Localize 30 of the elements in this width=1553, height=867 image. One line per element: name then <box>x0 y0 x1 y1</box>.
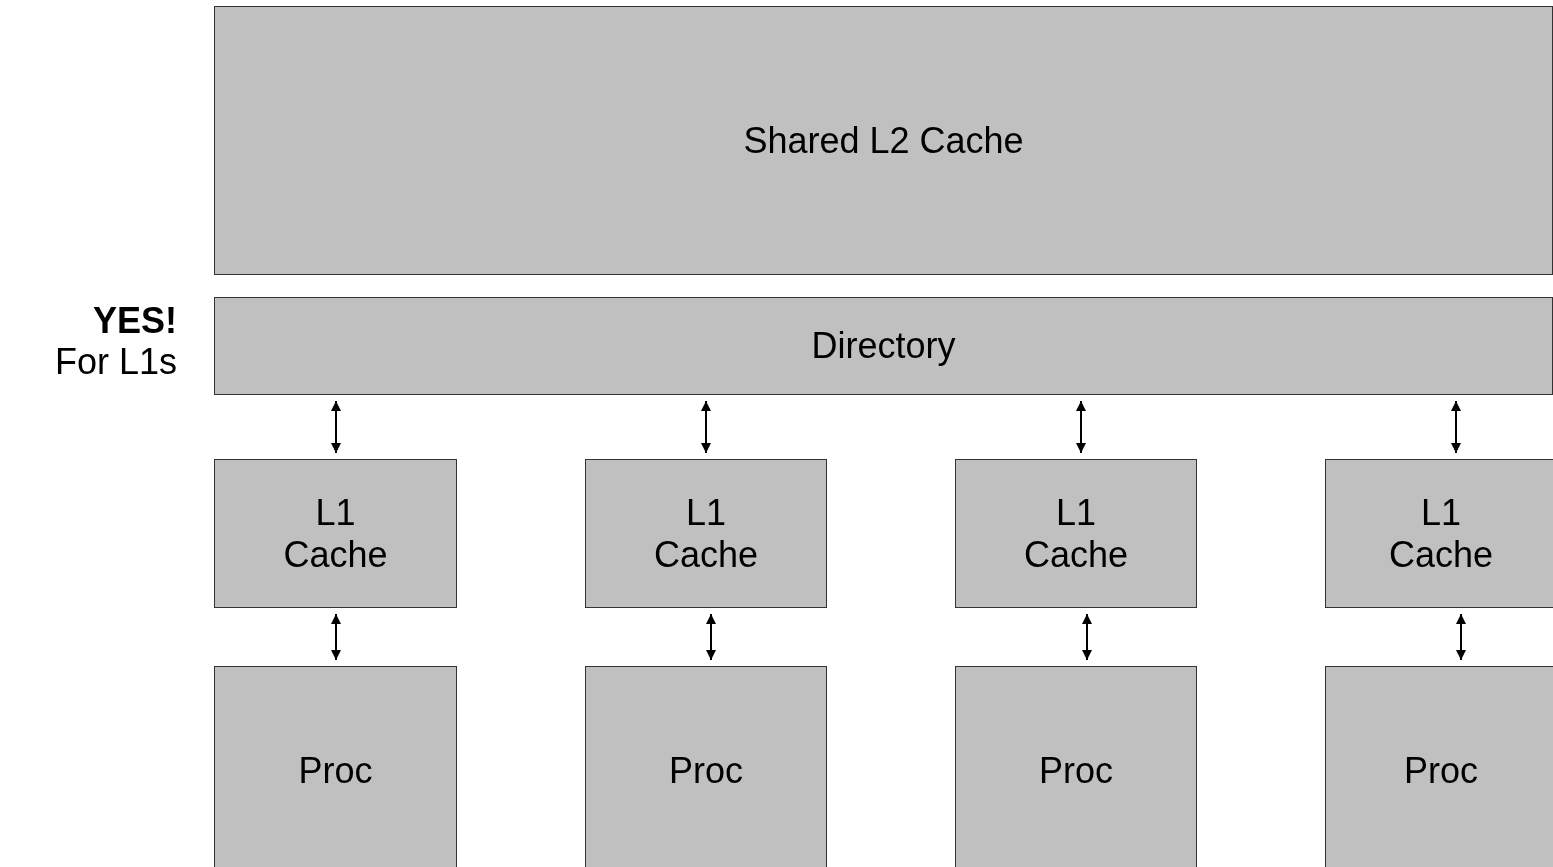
cache-box <box>214 6 1553 275</box>
processor-box <box>955 666 1197 867</box>
processor-box <box>585 666 827 867</box>
cache-box <box>585 459 827 608</box>
processor-box <box>1325 666 1553 867</box>
cache-box <box>1325 459 1553 608</box>
node-label: L1 Cache <box>283 491 388 576</box>
node-label: L1 Cache <box>1023 491 1129 576</box>
processor-box <box>214 666 457 867</box>
double-arrow <box>706 613 716 661</box>
side-note: For L1s <box>54 341 177 383</box>
node-label: Proc <box>1039 750 1113 792</box>
node-label: Proc <box>669 750 743 792</box>
node-label: Directory <box>811 325 956 367</box>
side-note: YES! <box>92 300 177 342</box>
double-arrow <box>1451 400 1461 454</box>
double-arrow <box>1076 400 1086 454</box>
node-label: Proc <box>298 750 373 792</box>
node-label: Proc <box>1404 750 1478 792</box>
double-arrow <box>1456 613 1466 661</box>
double-arrow <box>1082 613 1092 661</box>
cache-box <box>955 459 1197 608</box>
node-label: L1 Cache <box>1388 491 1494 576</box>
double-arrow <box>701 400 711 454</box>
node-label: Shared L2 Cache <box>743 119 1024 162</box>
node-label: L1 Cache <box>653 491 759 576</box>
cache-box <box>214 459 457 608</box>
double-arrow <box>331 400 341 454</box>
directory-bar <box>214 297 1553 395</box>
double-arrow <box>331 613 341 661</box>
